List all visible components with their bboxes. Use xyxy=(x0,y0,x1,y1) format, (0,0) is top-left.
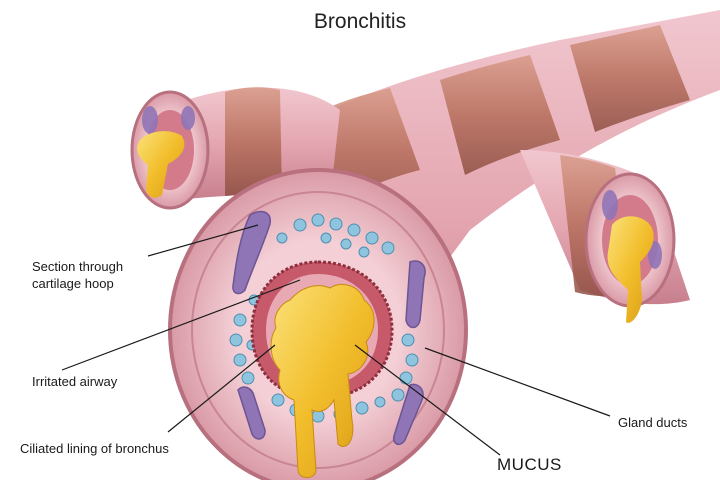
label-cartilage-line2: cartilage hoop xyxy=(32,276,114,291)
label-cartilage-hoop: Section through cartilage hoop xyxy=(32,258,123,292)
leader-gland-ducts xyxy=(424,347,611,417)
main-bronchus-cross-section xyxy=(168,168,468,480)
page-title: Bronchitis xyxy=(313,10,407,33)
cartilage-hoop-section xyxy=(232,210,271,295)
mucus-mass xyxy=(270,284,375,478)
leader-irritated-airway xyxy=(61,279,301,371)
label-ciliated-lining: Ciliated lining of bronchus xyxy=(20,441,169,456)
right-bronchus-cross-section xyxy=(584,172,676,323)
leader-cartilage xyxy=(147,224,259,257)
label-irritated-airway: Irritated airway xyxy=(32,374,118,389)
leader-mucus xyxy=(354,344,501,456)
label-cartilage-line1: Section through xyxy=(32,259,124,274)
leader-ciliated-lining xyxy=(167,344,276,433)
label-gland-ducts: Gland ducts xyxy=(618,415,688,430)
label-mucus: MUCUS xyxy=(497,455,562,474)
left-bronchus-cross-section xyxy=(130,90,210,210)
